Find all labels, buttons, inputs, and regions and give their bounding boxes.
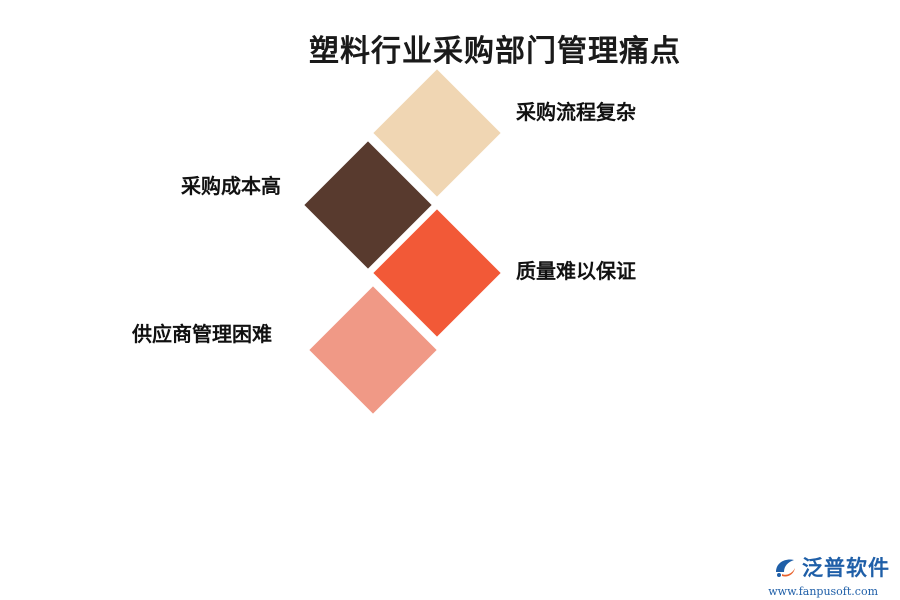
label-supplier: 供应商管理困难 xyxy=(132,322,272,346)
label-process-complex: 采购流程复杂 xyxy=(516,100,636,124)
fanpu-logo-icon xyxy=(776,559,795,577)
diagram-title: 塑料行业采购部门管理痛点 xyxy=(309,34,681,69)
label-cost-high: 采购成本高 xyxy=(181,174,281,198)
label-quality: 质量难以保证 xyxy=(516,259,636,283)
watermark-logo: 泛普软件 xyxy=(772,552,890,582)
watermark-url: www.fanpusoft.com xyxy=(768,585,878,598)
watermark-name: 泛普软件 xyxy=(802,556,890,580)
